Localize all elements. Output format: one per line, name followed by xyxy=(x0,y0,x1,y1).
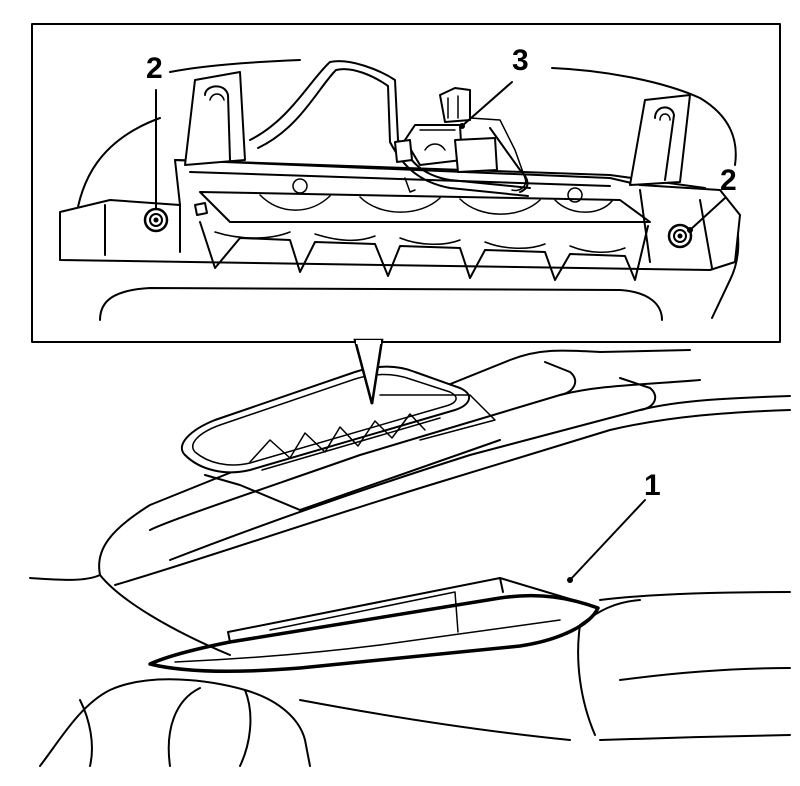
callout-leaders xyxy=(155,81,726,583)
detail-inset xyxy=(31,23,781,405)
connector-and-harness xyxy=(249,60,531,197)
mounting-screw-right xyxy=(667,223,693,249)
high-mount-lamp-assembly xyxy=(59,71,741,281)
callout-2-right: 2 xyxy=(720,164,737,197)
vehicle-roof-illustration xyxy=(29,349,791,767)
callout-3: 3 xyxy=(512,44,529,77)
callout-2-left: 2 xyxy=(146,52,163,85)
roof-lamp-lens xyxy=(249,394,496,471)
callout-1: 1 xyxy=(644,469,661,502)
mounting-screw-left xyxy=(143,207,169,233)
tail-lamp-cover xyxy=(148,577,600,674)
